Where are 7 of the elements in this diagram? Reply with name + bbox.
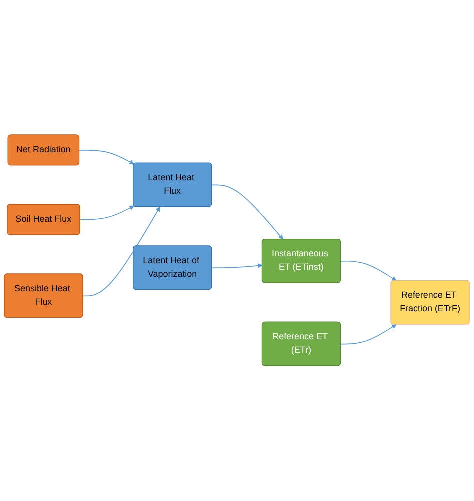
arrow — [79, 150, 134, 165]
arrow — [80, 206, 134, 220]
arrow — [212, 263, 263, 269]
arrow — [82, 206, 160, 297]
arrow — [340, 260, 397, 282]
arrow — [212, 184, 284, 240]
arrow — [340, 324, 397, 345]
